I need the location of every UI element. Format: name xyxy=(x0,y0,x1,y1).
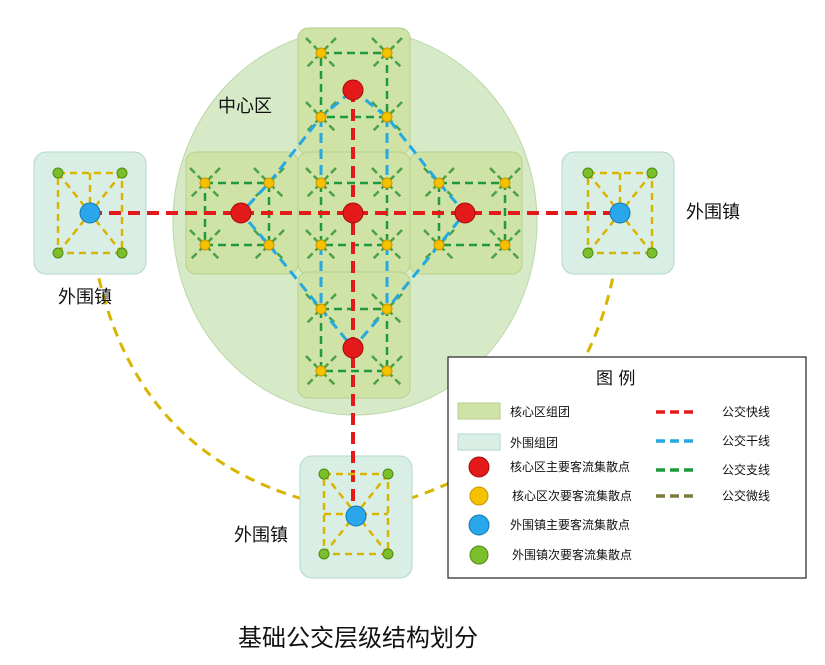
blue-node-icon xyxy=(79,202,101,224)
legend: 图 例 核心区组团 外围组团 核心区主要客流集散点 核心区次要客流集散点 外围镇… xyxy=(447,356,807,579)
legend-title: 图 例 xyxy=(596,369,635,389)
red-node-icon xyxy=(468,456,490,478)
green-node-icon xyxy=(582,167,594,179)
yellow-node-icon xyxy=(263,177,275,189)
yellow-node-icon xyxy=(499,177,511,189)
yellow-node-icon xyxy=(499,239,511,251)
diagram-caption: 基础公交层级结构划分 xyxy=(238,624,478,652)
yellow-node-icon xyxy=(381,303,393,315)
legend-item-label: 核心区组团 xyxy=(510,405,570,419)
blue-nodes xyxy=(79,202,631,527)
green-node-icon xyxy=(582,247,594,259)
green-node-icon xyxy=(469,545,489,565)
yellow-node-icon xyxy=(469,486,489,506)
legend-line-label: 公交快线 xyxy=(722,404,770,419)
green-node-icon xyxy=(318,468,330,480)
yellow-node-icon xyxy=(433,177,445,189)
green-node-icon xyxy=(116,247,128,259)
green-nodes xyxy=(52,167,658,560)
legend-item-label: 外围组团 xyxy=(510,436,558,450)
yellow-node-icon xyxy=(433,239,445,251)
red-node-icon xyxy=(342,79,364,101)
legend-item-label: 外围镇次要客流集散点 xyxy=(512,547,632,562)
yellow-node-icon xyxy=(381,47,393,59)
yellow-node-icon xyxy=(381,111,393,123)
legend-box xyxy=(447,356,807,579)
yellow-node-icon xyxy=(381,239,393,251)
red-nodes xyxy=(230,79,476,359)
yellow-node-icon xyxy=(381,177,393,189)
outer-town-bottom-label: 外围镇 xyxy=(234,525,288,546)
express-lines xyxy=(90,90,620,518)
legend-item-label: 核心区次要客流集散点 xyxy=(512,488,632,503)
blue-node-icon xyxy=(468,514,490,536)
green-node-icon xyxy=(382,548,394,560)
blue-node-icon xyxy=(609,202,631,224)
legend-line-label: 公交微线 xyxy=(722,488,770,503)
yellow-node-icon xyxy=(315,177,327,189)
outer-town-right-label: 外围镇 xyxy=(686,202,740,223)
outer-town-left-label: 外围镇 xyxy=(58,287,112,308)
yellow-node-icon xyxy=(315,365,327,377)
yellow-node-icon xyxy=(263,239,275,251)
legend-line-label: 公交干线 xyxy=(722,433,770,448)
center-zone-label: 中心区 xyxy=(218,96,272,117)
green-node-icon xyxy=(382,468,394,480)
yellow-node-icon xyxy=(315,303,327,315)
green-node-icon xyxy=(52,247,64,259)
red-node-icon xyxy=(342,202,364,224)
green-node-icon xyxy=(52,167,64,179)
green-node-icon xyxy=(646,247,658,259)
red-node-icon xyxy=(230,202,252,224)
legend-item-label: 外围镇主要客流集散点 xyxy=(510,517,630,532)
red-node-icon xyxy=(454,202,476,224)
yellow-node-icon xyxy=(315,111,327,123)
micro-ticks xyxy=(189,37,521,387)
yellow-node-icon xyxy=(315,239,327,251)
yellow-node-icon xyxy=(381,365,393,377)
green-node-icon xyxy=(318,548,330,560)
legend-line-label: 公交支线 xyxy=(722,462,770,477)
blue-node-icon xyxy=(345,505,367,527)
outer-cluster-swatch xyxy=(457,433,501,451)
legend-item-label: 核心区主要客流集散点 xyxy=(510,459,630,474)
core-cluster-swatch xyxy=(457,402,501,420)
yellow-node-icon xyxy=(315,47,327,59)
red-node-icon xyxy=(342,337,364,359)
yellow-node-icon xyxy=(199,177,211,189)
green-node-icon xyxy=(116,167,128,179)
yellow-node-icon xyxy=(199,239,211,251)
yellow-nodes xyxy=(199,47,511,377)
green-node-icon xyxy=(646,167,658,179)
